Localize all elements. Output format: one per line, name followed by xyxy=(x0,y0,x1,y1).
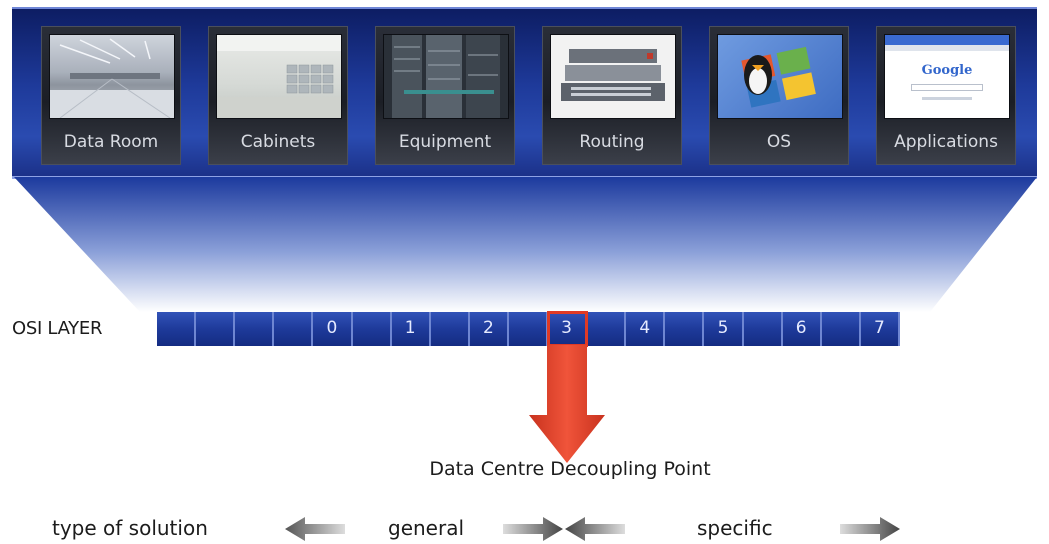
google-logo: Google xyxy=(921,63,973,78)
osi-layer-label: OSI LAYER xyxy=(12,318,103,339)
osi-cell: 1 xyxy=(392,312,431,346)
tile-equipment[interactable]: Equipment xyxy=(375,26,515,165)
search-box xyxy=(911,84,983,91)
router-photo xyxy=(550,34,676,119)
browser-toolbar xyxy=(885,45,1009,51)
tile-cabinets[interactable]: Cabinets xyxy=(208,26,348,165)
osi-cell xyxy=(235,312,275,346)
infrastructure-banner: Data Room Cabinets xyxy=(12,7,1037,179)
right-arrow-icon xyxy=(503,517,563,541)
specific-label: specific xyxy=(697,516,773,540)
osi-cell xyxy=(353,312,392,346)
down-arrow-icon xyxy=(529,345,605,463)
osi-cell: 0 xyxy=(313,312,353,346)
tile-label: Equipment xyxy=(398,132,492,152)
equipment-photo xyxy=(383,34,509,119)
left-arrow-icon xyxy=(565,517,625,541)
funnel-gradient xyxy=(14,177,1037,312)
osi-layer-bar: 0 1 2 3 4 5 6 7 xyxy=(157,311,900,347)
osi-cell xyxy=(196,312,236,346)
tile-data-room[interactable]: Data Room xyxy=(41,26,181,165)
osi-cell: 6 xyxy=(783,312,822,346)
tile-label: Routing xyxy=(579,132,645,152)
osi-cell: 2 xyxy=(470,312,509,346)
tile-label: Data Room xyxy=(63,132,159,152)
osi-cell xyxy=(274,312,314,346)
browser-titlebar xyxy=(885,35,1009,45)
osi-cell xyxy=(431,312,470,346)
tile-label: Applications xyxy=(894,132,998,152)
search-buttons xyxy=(922,97,972,100)
data-room-photo xyxy=(49,34,175,119)
osi-cell xyxy=(822,312,861,346)
tile-applications[interactable]: Google Applications xyxy=(876,26,1016,165)
tile-os[interactable]: OS xyxy=(709,26,849,165)
os-logos xyxy=(717,34,843,119)
tile-label: Cabinets xyxy=(240,132,316,152)
osi-cell xyxy=(509,312,549,346)
osi-cell xyxy=(157,312,197,346)
decoupling-point-label: Data Centre Decoupling Point xyxy=(429,458,711,480)
left-arrow-icon xyxy=(285,517,345,541)
osi-cell: 7 xyxy=(861,312,900,346)
osi-cell xyxy=(587,312,627,346)
osi-cell xyxy=(665,312,705,346)
tile-label: OS xyxy=(766,132,792,152)
osi-cell: 4 xyxy=(626,312,666,346)
browser-screenshot: Google xyxy=(884,34,1010,119)
tile-routing[interactable]: Routing xyxy=(542,26,682,165)
cabinets-photo xyxy=(216,34,342,119)
osi-cell: 3 xyxy=(547,311,589,347)
osi-cell xyxy=(744,312,783,346)
osi-cell: 5 xyxy=(704,312,744,346)
general-label: general xyxy=(388,516,465,540)
type-of-solution-label: type of solution xyxy=(52,516,208,540)
right-arrow-icon xyxy=(840,517,900,541)
